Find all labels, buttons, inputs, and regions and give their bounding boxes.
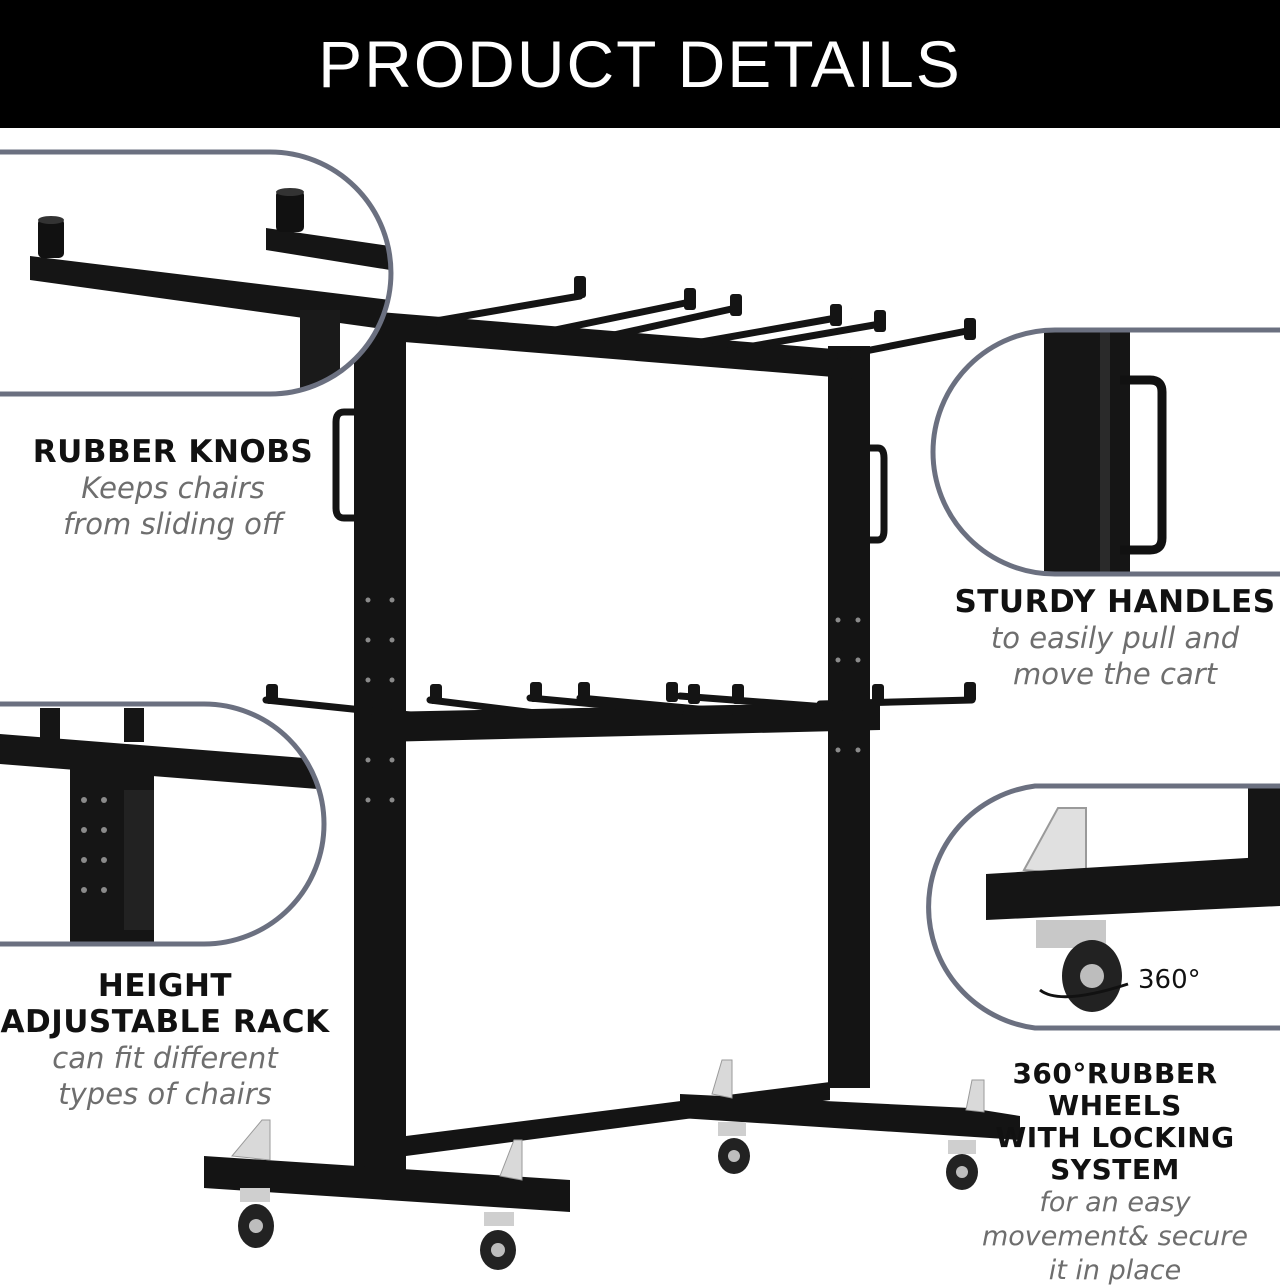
feature-desc-line: to easily pull and <box>990 621 1240 655</box>
feature-desc-line: move the cart <box>1012 657 1218 691</box>
callout-sturdy-handles-border <box>930 327 1280 577</box>
cart-frame <box>204 312 1020 1212</box>
feature-desc-line: Keeps chairs <box>81 471 265 505</box>
top-rubber-knobs <box>574 276 976 340</box>
feature-title: STURDY HANDLES <box>954 584 1276 620</box>
callout-rubber-wheels-border <box>926 783 1280 1031</box>
feature-rubber-wheels: 360°RUBBER WHEELS WITH LOCKING SYSTEM fo… <box>950 1058 1280 1288</box>
callout-rubber-knobs-border <box>0 149 394 397</box>
header-bar: PRODUCT DETAILS <box>0 0 1280 128</box>
adjustment-holes <box>365 597 861 803</box>
callout-height-rack <box>0 704 324 944</box>
caster-wheels <box>231 1059 985 1270</box>
side-handles <box>332 408 888 544</box>
feature-title: HEIGHT <box>97 968 233 1004</box>
callout-height-rack-border <box>0 701 327 947</box>
callout-rubber-knobs <box>0 152 390 394</box>
rotation-label: 360° <box>1138 965 1201 995</box>
callout-sturdy-handles <box>933 330 1280 574</box>
feature-title: 360°RUBBER WHEELS <box>1012 1057 1218 1122</box>
feature-desc-line: for an easy <box>1039 1187 1191 1218</box>
callout-rubber-wheels <box>928 786 1280 1028</box>
feature-title: SYSTEM <box>1050 1153 1180 1186</box>
feature-rubber-knobs: RUBBER KNOBS Keeps chairs from sliding o… <box>18 434 328 542</box>
top-rack-arms <box>426 292 976 360</box>
feature-desc-line: can fit different <box>52 1041 278 1075</box>
feature-desc-line: movement& secure <box>981 1221 1248 1252</box>
feature-height-adjustable-rack: HEIGHT ADJUSTABLE RACK can fit different… <box>0 968 330 1112</box>
feature-desc-line: types of chairs <box>58 1077 272 1111</box>
feature-title: ADJUSTABLE RACK <box>0 1004 330 1040</box>
feature-title: RUBBER KNOBS <box>32 434 314 470</box>
page-title: PRODUCT DETAILS <box>318 27 962 101</box>
middle-rack-arms <box>262 692 976 720</box>
feature-title: WITH LOCKING <box>995 1121 1235 1154</box>
middle-rubber-knobs <box>266 682 976 704</box>
feature-desc-line: from sliding off <box>63 507 283 541</box>
feature-sturdy-handles: STURDY HANDLES to easily pull and move t… <box>950 584 1280 692</box>
feature-desc-line: it in place <box>1048 1255 1182 1286</box>
chair-cart-illustration <box>0 149 1280 1270</box>
